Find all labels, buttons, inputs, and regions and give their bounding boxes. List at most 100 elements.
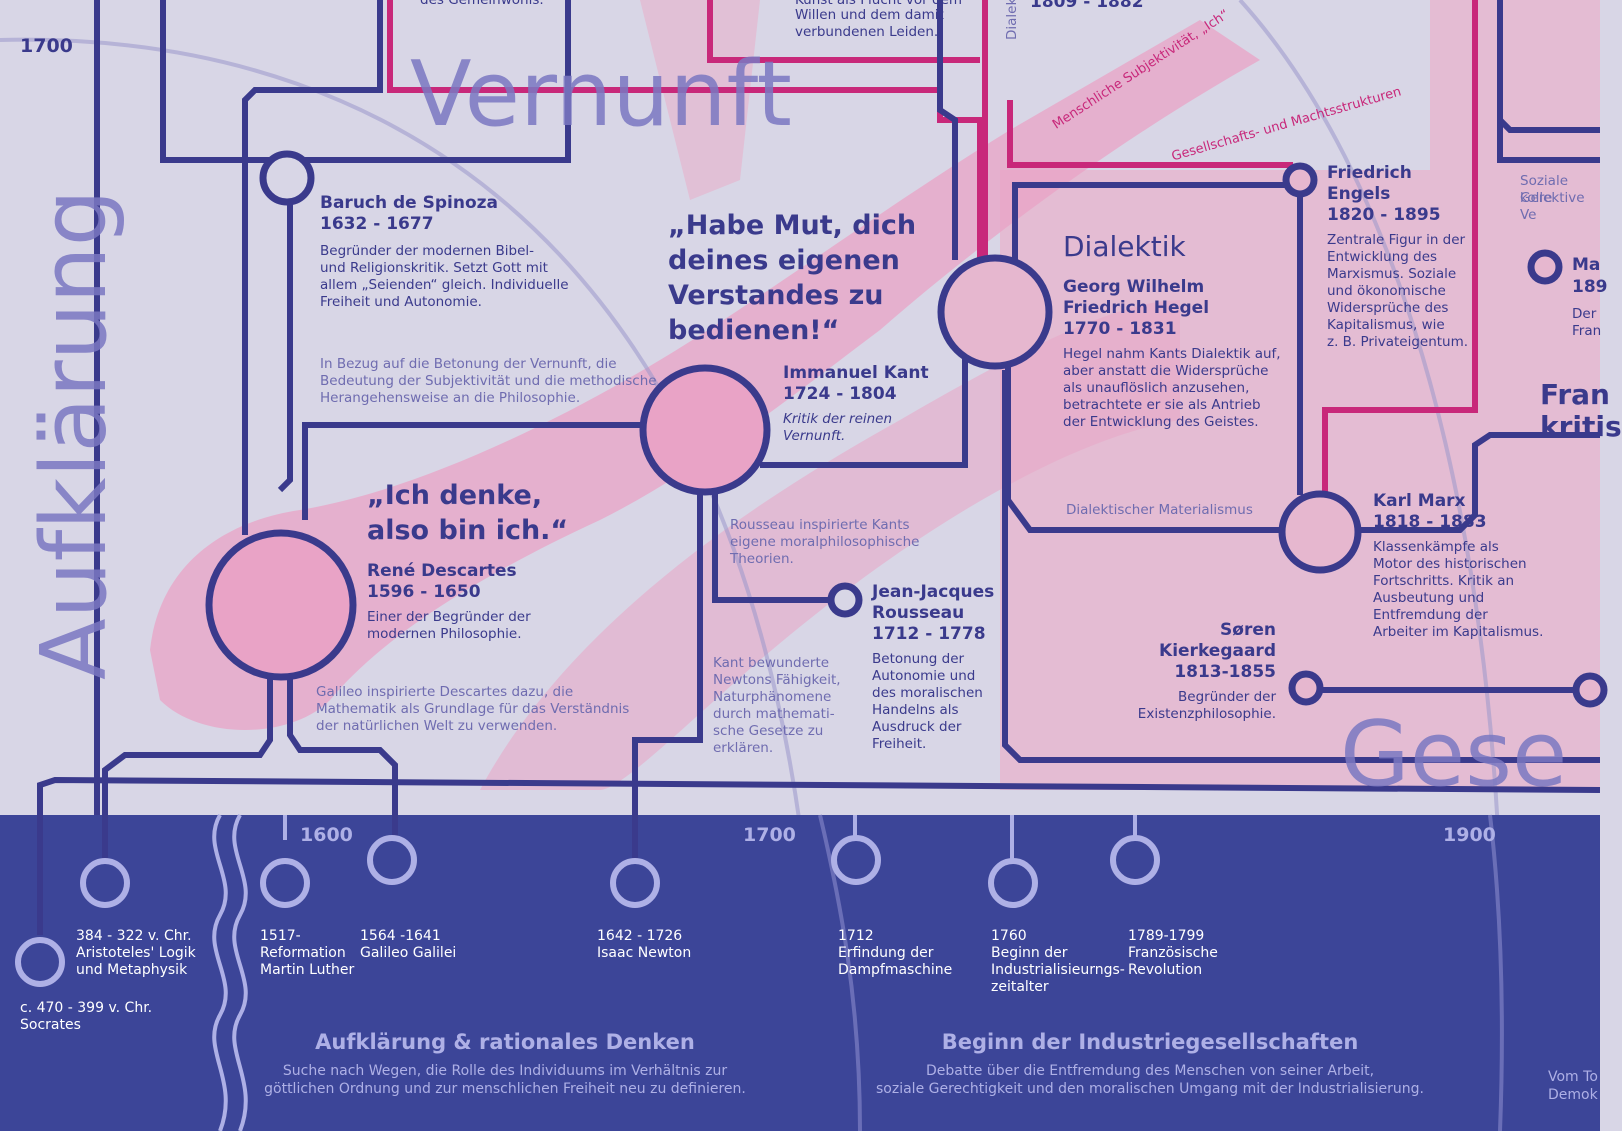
small-stations (259, 150, 1608, 708)
kierkegaard-block: Søren Kierkegaard 1813-1855 Begründer de… (1100, 620, 1276, 723)
station-kant[interactable] (639, 364, 771, 496)
marx-desc-2: Motor des historischen (1373, 556, 1527, 572)
event-aristoteles-2: Aristoteles' Logik (76, 945, 196, 961)
fragment-fran: Fran (1572, 323, 1602, 339)
quote-descartes: „Ich denke, also bin ich.“ (367, 478, 568, 548)
line-spinoza-down (277, 180, 293, 493)
note-vernunft-2: Bedeutung der Subjektivität und die meth… (320, 373, 657, 389)
engels-desc-7: z. B. Privateigentum. (1327, 334, 1469, 350)
kierkegaard-name-1: Søren (1220, 620, 1276, 640)
marx-desc-5: Entfremdung der (1373, 607, 1488, 623)
event-rev-1: 1789-1799 (1128, 928, 1205, 944)
quote-kant: „Habe Mut, dich deines eigenen Verstande… (668, 208, 916, 348)
fragment-ma: Ma (1572, 255, 1601, 275)
big-word-gesellschaft: Gese (1340, 702, 1568, 807)
station-kierkegaard[interactable] (1288, 670, 1324, 706)
event-indus-3: Industrialisieurngs- (991, 962, 1125, 978)
event-aristoteles-dot[interactable] (80, 858, 130, 908)
fragment-fran-title: Fran (1540, 378, 1610, 411)
station-marx[interactable] (1278, 490, 1362, 574)
event-newton-1: 1642 - 1726 (597, 928, 683, 944)
timeline-year-1900: 1900 (1443, 824, 1496, 846)
event-aristoteles-3: und Metaphysik (76, 962, 188, 978)
rousseau-name-2: Rousseau (872, 603, 965, 623)
event-indus-dot[interactable] (988, 858, 1038, 908)
engels-name-1: Friedrich (1327, 163, 1412, 183)
fragment-189: 189 (1572, 277, 1608, 297)
station-rousseau[interactable] (827, 582, 863, 618)
timeline-stations (15, 835, 1160, 987)
era-right-partial: Vom To Demok (1548, 1068, 1598, 1104)
arc-left (0, 37, 822, 1131)
era-industrie: Beginn der Industriegesellschaften Debat… (870, 1030, 1430, 1098)
quote-kant-2: deines eigenen (668, 245, 900, 276)
hegel-desc-5: der Entwicklung des Geistes. (1063, 414, 1259, 430)
note-vernunft-1: In Bezug auf die Betonung der Vernunft, … (320, 356, 617, 372)
stations (205, 254, 1362, 681)
marx-name: Karl Marx (1373, 491, 1466, 511)
kierkegaard-desc-1: Begründer der (1178, 689, 1276, 705)
engels-desc-1: Zentrale Figur in der (1327, 232, 1466, 248)
era-industrie-desc-2: soziale Gerechtigkeit und den moralische… (876, 1081, 1424, 1097)
event-aristoteles-1: 384 - 322 v. Chr. (76, 928, 192, 944)
station-engels[interactable] (1282, 162, 1318, 198)
note-rousseau: Rousseau inspirierte Kants eigene moralp… (730, 517, 919, 568)
event-newton-dot[interactable] (610, 858, 660, 908)
event-luther-dot[interactable] (260, 858, 310, 908)
rousseau-desc-5: Ausdruck der (872, 719, 962, 735)
station-right-partial-2[interactable] (1572, 672, 1608, 708)
line-top-box (160, 0, 571, 163)
hegel-desc-1: Hegel nahm Kants Dialektik auf, (1063, 346, 1281, 362)
note-rousseau-2: eigene moralphilosophische (730, 534, 920, 550)
era-industrie-title: Beginn der Industriegesellschaften (941, 1030, 1359, 1054)
pink-region-top-right (1430, 0, 1600, 170)
event-socrates-dot[interactable] (15, 937, 65, 987)
timeline-year-1600: 1600 (300, 824, 353, 846)
note-newton-6: erklären. (713, 740, 774, 756)
event-rev-dot[interactable] (1110, 835, 1160, 885)
rousseau-years: 1712 - 1778 (872, 624, 986, 644)
rousseau-desc-2: Autonomie und (872, 668, 976, 684)
spinoza-years: 1632 - 1677 (320, 214, 434, 234)
line-kant-newton (632, 480, 703, 860)
line-galilei (287, 670, 398, 860)
event-dampfmaschine: 1712 Erfindung der Dampfmaschine (838, 928, 952, 979)
marx-block: Karl Marx 1818 - 1883 Klassenkämpfe als … (1373, 491, 1543, 641)
hegel-name-2: Friedrich Hegel (1063, 298, 1210, 318)
station-descartes[interactable] (205, 529, 357, 681)
rousseau-desc-3: des moralischen (872, 685, 983, 701)
kierkegaard-desc-2: Existenzphilosophie. (1137, 706, 1276, 722)
era-aufklaerung-desc-1: Suche nach Wegen, die Rolle des Individu… (282, 1063, 728, 1079)
event-indus-2: Beginn der (991, 945, 1068, 961)
magenta-line-2 (707, 0, 980, 63)
event-revolution: 1789-1799 Französische Revolution (1128, 928, 1218, 979)
note-rousseau-1: Rousseau inspirierte Kants (730, 517, 910, 533)
kant-work-2: Vernunft. (783, 428, 846, 444)
hegel-desc-2: aber anstatt die Widersprüche (1063, 363, 1269, 379)
note-newton-5: sche Gesetze zu (713, 723, 824, 739)
station-hegel[interactable] (937, 254, 1053, 370)
hegel-block: Georg Wilhelm Friedrich Hegel 1770 - 183… (1063, 277, 1281, 431)
station-right-partial[interactable] (1527, 249, 1563, 285)
fragment-kunst-2: Willen und dem damit (795, 7, 944, 23)
note-galileo-1: Galileo inspirierte Descartes dazu, die (316, 684, 574, 700)
event-socrates-2: Socrates (20, 1017, 81, 1033)
marx-desc-3: Fortschritts. Kritik an (1373, 573, 1515, 589)
fragment-kunst-3: verbundenen Leiden. (795, 24, 939, 40)
engels-years: 1820 - 1895 (1327, 205, 1441, 225)
event-socrates: c. 470 - 399 v. Chr. Socrates (20, 1000, 152, 1034)
line-descartes-kant (302, 422, 645, 520)
event-luther-3: Martin Luther (260, 962, 355, 978)
event-galilei-dot[interactable] (367, 835, 417, 885)
descartes-name: René Descartes (367, 561, 517, 581)
note-rousseau-3: Theorien. (730, 551, 794, 567)
engels-desc-2: Entwicklung des (1327, 249, 1438, 265)
event-dampf-dot[interactable] (831, 835, 881, 885)
note-galileo-3: der natürlichen Welt zu verwenden. (316, 718, 558, 734)
station-spinoza[interactable] (259, 150, 315, 206)
fragment-gemeinwohl: des Gemeinwohls. (420, 0, 544, 8)
era-right-desc-1: Vom To (1548, 1069, 1598, 1085)
big-word-vernunft: Vernunft (410, 42, 792, 147)
rousseau-desc-6: Freiheit. (872, 736, 927, 752)
engels-desc-4: und ökonomische (1327, 283, 1446, 299)
